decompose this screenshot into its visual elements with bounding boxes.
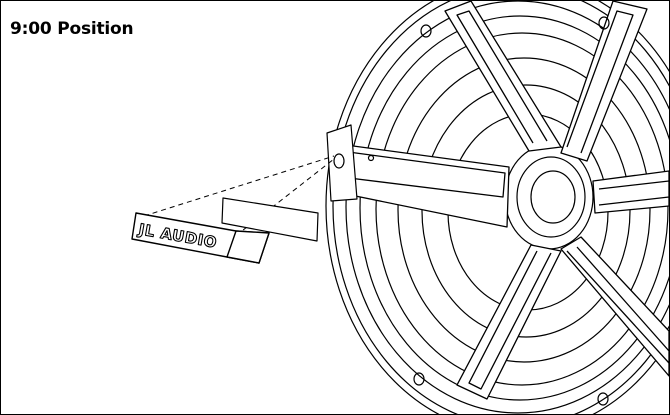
grille-hub — [504, 144, 594, 250]
adhesive-strip — [221, 197, 319, 242]
position-heading: 9:00 Position — [10, 19, 134, 39]
speaker-grille — [325, 1, 669, 414]
jl-audio-badge: JL AUDIO — [131, 212, 270, 264]
